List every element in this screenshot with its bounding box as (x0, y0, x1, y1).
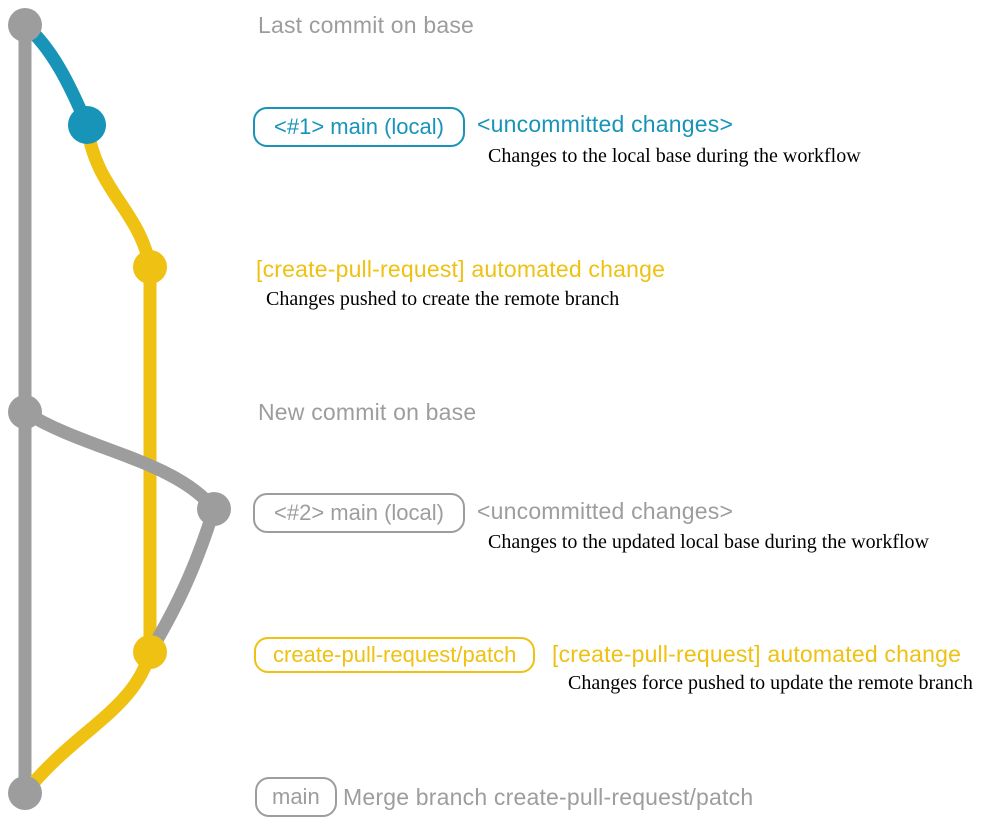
local-main-1-dot (68, 106, 106, 144)
patch-branch-curve-top (80, 118, 157, 274)
patch-merge-curve (18, 645, 157, 800)
new-commit-on-base-label: New commit on base (258, 399, 477, 425)
uncommitted-changes-2-detail: Changes to the updated local base during… (488, 531, 929, 553)
last-commit-on-base-label: Last commit on base (258, 12, 475, 38)
local-main-2-dot (197, 492, 231, 526)
automated-change-1-detail: Changes pushed to create the remote bran… (266, 288, 620, 310)
merge-commit-dot (8, 776, 42, 810)
uncommitted-changes-1-label: <uncommitted changes> (477, 111, 734, 137)
git-graph (8, 8, 231, 810)
new-commit-on-base-dot (8, 395, 42, 429)
uncommitted-changes-2-label: <uncommitted changes> (477, 498, 734, 524)
local2-to-patch-curve (143, 502, 221, 659)
main-local-2-badge: <#2> main (local) (253, 493, 465, 533)
patch-commit-1-dot (133, 250, 167, 284)
base-to-local2-curve (18, 405, 221, 516)
patch-branch-badge: create-pull-request/patch (254, 637, 536, 673)
automated-change-2-label: [create-pull-request] automated change (552, 641, 962, 667)
last-commit-on-base-dot (8, 8, 42, 42)
patch-commit-2-dot (133, 635, 167, 669)
merge-branch-label: Merge branch create-pull-request/patch (343, 784, 754, 810)
automated-change-2-detail: Changes force pushed to update the remot… (568, 672, 973, 694)
automated-change-1-label: [create-pull-request] automated change (256, 256, 666, 282)
main-local-1-badge: <#1> main (local) (253, 107, 465, 147)
main-badge: main (255, 777, 337, 817)
uncommitted-changes-1-detail: Changes to the local base during the wor… (488, 145, 861, 167)
